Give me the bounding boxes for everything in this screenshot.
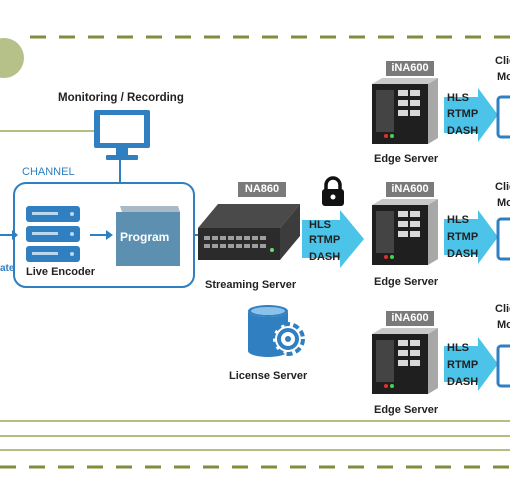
edge-server-tag-1: iNA600: [386, 61, 434, 76]
edge-server-icon-1: [372, 78, 438, 144]
edge-1-rtmp: RTMP: [447, 108, 479, 120]
edge-2-hls: HLS: [447, 214, 469, 226]
edge-3-dash: DASH: [447, 376, 479, 388]
protocol-arrow-3: [444, 337, 498, 391]
monitoring-label: Monitoring / Recording: [58, 92, 184, 104]
client-label-3a: Clie: [495, 303, 510, 315]
lock-icon: [322, 176, 344, 206]
license-server-icon: [248, 305, 305, 357]
protocol-arrow-main: [302, 210, 364, 268]
client-label-2a: Clie: [495, 181, 510, 193]
edge-server-icon-3: [372, 328, 438, 394]
edge-server-label-2: Edge Server: [374, 276, 439, 288]
edge-3-rtmp: RTMP: [447, 359, 479, 371]
live-encoder-label: Live Encoder: [26, 266, 96, 278]
client-label-3b: Mo: [497, 319, 510, 331]
protocol-main-rtmp: RTMP: [309, 234, 341, 246]
input-partial-label: ate: [0, 263, 15, 274]
protocol-arrow-1: [444, 88, 498, 142]
edge-1-hls: HLS: [447, 92, 469, 104]
protocol-main-dash: DASH: [309, 251, 341, 263]
edge-server-label-1: Edge Server: [374, 153, 439, 165]
monitor-icon: [94, 110, 150, 160]
live-encoder-icon: [26, 206, 80, 262]
client-label-1b: Mo: [497, 71, 510, 83]
tablet-icon-2: [496, 217, 510, 261]
protocol-main-hls: HLS: [309, 219, 331, 231]
license-server-label: License Server: [229, 370, 308, 382]
edge-2-rtmp: RTMP: [447, 231, 479, 243]
monitor-connector: [119, 160, 121, 184]
edge-server-tag-3: iNA600: [386, 311, 434, 326]
tablet-icon-3: [496, 344, 510, 388]
client-label-1a: Clie: [495, 55, 510, 67]
streaming-server-label: Streaming Server: [205, 279, 297, 291]
corner-circle: [0, 38, 24, 78]
streaming-server-icon: [198, 204, 300, 260]
edge-server-tag-2: iNA600: [386, 182, 434, 197]
client-label-2b: Mo: [497, 197, 510, 209]
program-box: [116, 206, 180, 266]
edge-server-label-3: Edge Server: [374, 404, 439, 416]
edge-2-dash: DASH: [447, 248, 479, 260]
edge-3-hls: HLS: [447, 342, 469, 354]
protocol-arrow-2: [444, 210, 498, 264]
tablet-icon-1: [496, 95, 510, 139]
program-label: Program: [120, 230, 170, 244]
channel-title: CHANNEL: [22, 166, 75, 178]
edge-1-dash: DASH: [447, 125, 479, 137]
edge-server-icon-2: [372, 199, 438, 265]
streaming-server-tag: NA860: [238, 182, 286, 197]
